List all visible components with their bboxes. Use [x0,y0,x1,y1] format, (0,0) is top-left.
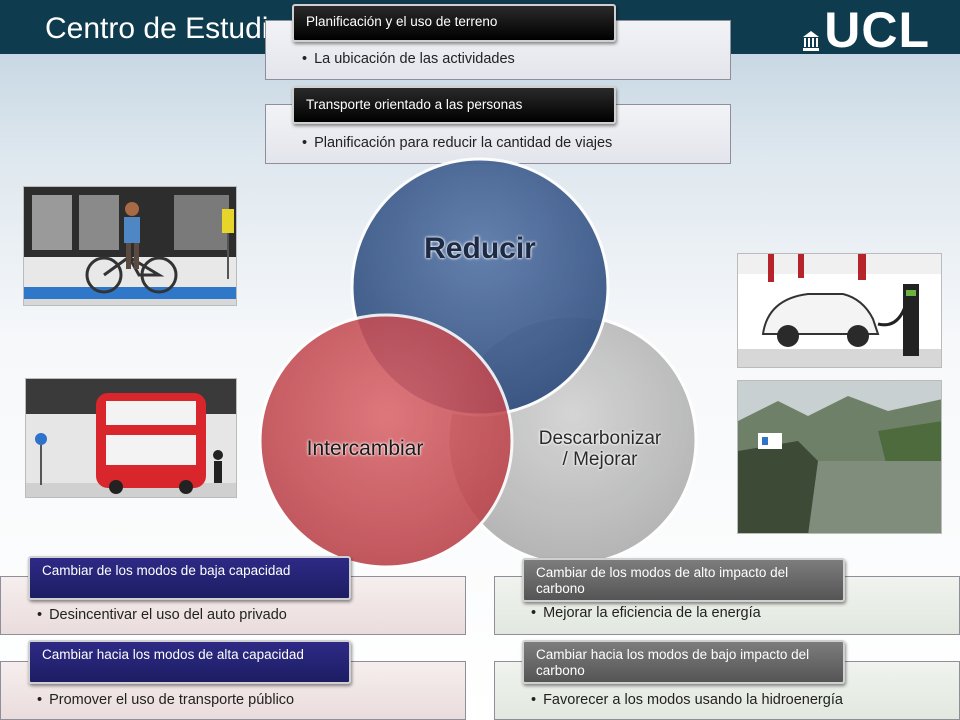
high-capacity-label: Cambiar hacia los modos de alta capacida… [28,640,351,684]
high-capacity-bullet: Promover el uso de transporte público [37,692,294,708]
logo-text: UCL [824,2,930,58]
decarbonize-text-line1: Descarbonizar [538,428,662,449]
reduce-text: Reducir [424,232,536,265]
reduce-circle [350,157,610,417]
page-title: Centro de Estudios [45,12,301,45]
people-transport-label: Transporte orientado a las personas [292,86,616,124]
low-carbon-bullet: Favorecer a los modos usando la hidroene… [531,692,843,708]
high-carbon-bullet: Mejorar la eficiencia de la energía [531,605,761,621]
land-use-bullet: La ubicación de las actividades [302,51,515,67]
bus-photo [25,378,237,498]
decarbonize-text: Descarbonizar / Mejorar [518,428,682,470]
electric-car-photo [737,253,942,368]
low-carbon-label: Cambiar hacia los modos de bajo impacto … [522,640,845,684]
low-capacity-label: Cambiar de los modos de baja capacidad [28,556,351,600]
bicycle-photo [23,186,237,306]
high-carbon-label: Cambiar de los modos de alto impacto del… [522,558,845,602]
people-transport-bullet: Planificación para reducir la cantidad d… [302,135,612,151]
portico-icon [803,31,820,51]
ucl-logo: UCL [802,2,930,58]
hydro-river-photo [737,380,942,534]
land-use-label: Planificación y el uso de terreno [292,4,616,42]
low-capacity-bullet: Desincentivar el uso del auto privado [37,607,287,623]
exchange-text: Intercambiar [306,437,424,460]
decarbonize-text-line2: / Mejorar [562,449,638,470]
